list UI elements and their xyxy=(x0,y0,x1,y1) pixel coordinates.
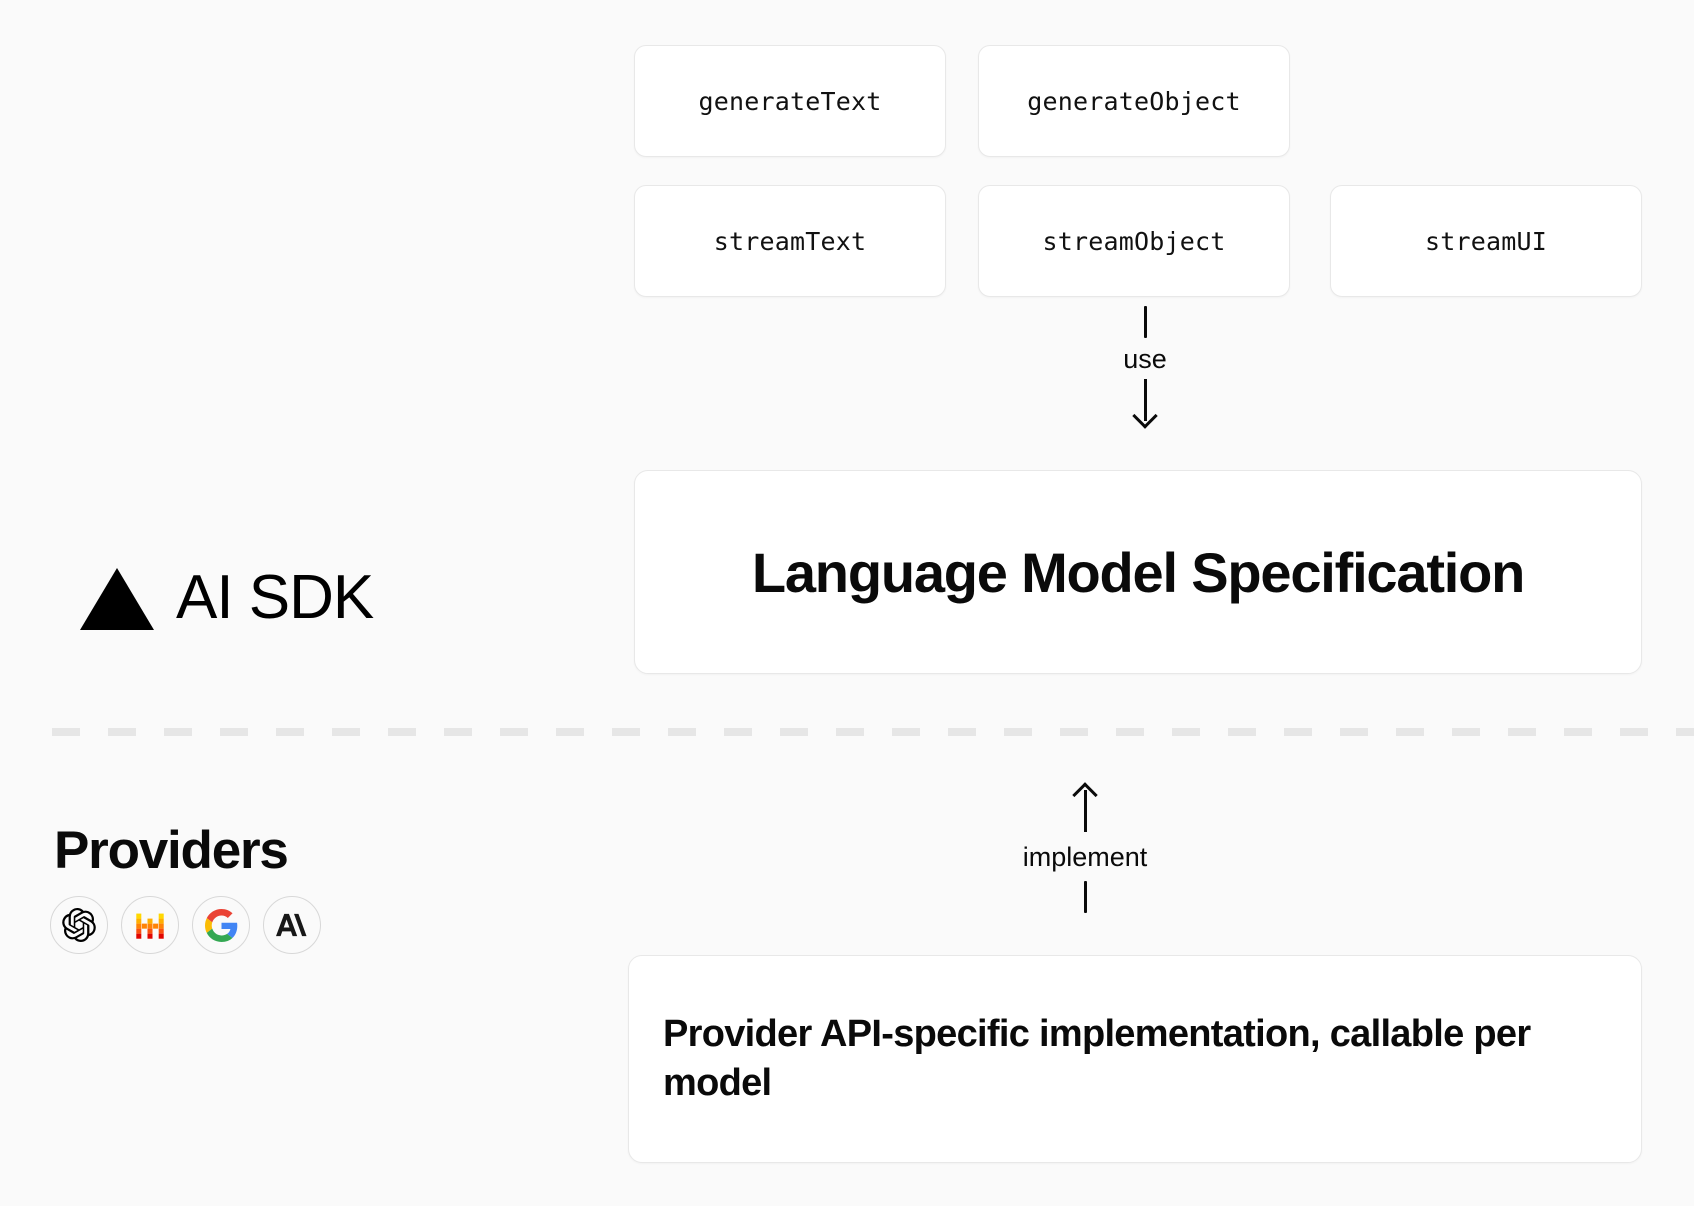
mistral-logo-icon xyxy=(134,909,166,941)
page-title: Language Model Specification xyxy=(751,540,1525,604)
layer-divider xyxy=(52,728,1694,736)
brand-label: AI SDK xyxy=(176,562,374,632)
arrow-up-icon xyxy=(1083,790,1087,832)
openai-logo-icon xyxy=(62,908,96,942)
provider-logo-list xyxy=(50,896,321,954)
connector-line xyxy=(1143,306,1147,338)
api-card-label: streamText xyxy=(713,226,867,256)
api-card-stream-text[interactable]: streamText xyxy=(634,185,946,297)
connector-implement: implement xyxy=(1000,790,1170,940)
connector-use: use xyxy=(1085,306,1205,446)
connector-implement-label: implement xyxy=(1022,842,1148,872)
provider-chip-mistral[interactable] xyxy=(121,896,179,954)
anthropic-logo-icon xyxy=(276,909,308,941)
api-card-stream-object[interactable]: streamObject xyxy=(978,185,1290,297)
connector-use-label: use xyxy=(1123,344,1167,374)
provider-chip-openai[interactable] xyxy=(50,896,108,954)
api-card-generate-object[interactable]: generateObject xyxy=(978,45,1290,157)
language-model-specification-card[interactable]: Language Model Specification xyxy=(634,470,1642,674)
providers-heading: Providers xyxy=(54,821,289,880)
api-card-generate-text[interactable]: generateText xyxy=(634,45,946,157)
api-card-label: streamUI xyxy=(1424,226,1547,256)
connector-line xyxy=(1083,881,1087,913)
provider-chip-anthropic[interactable] xyxy=(263,896,321,954)
vercel-triangle-logo-icon xyxy=(80,568,154,630)
api-card-stream-ui[interactable]: streamUI xyxy=(1330,185,1642,297)
provider-chip-google[interactable] xyxy=(192,896,250,954)
api-card-label: generateText xyxy=(698,86,882,116)
provider-implementation-text: Provider API-specific implementation, ca… xyxy=(663,1013,1531,1104)
api-card-label: generateObject xyxy=(1027,86,1241,116)
brand-ai-sdk: AI SDK xyxy=(80,562,374,632)
google-logo-icon xyxy=(204,908,238,942)
provider-implementation-card[interactable]: Provider API-specific implementation, ca… xyxy=(628,955,1642,1163)
arrow-down-icon xyxy=(1143,379,1147,421)
api-card-label: streamObject xyxy=(1042,226,1226,256)
